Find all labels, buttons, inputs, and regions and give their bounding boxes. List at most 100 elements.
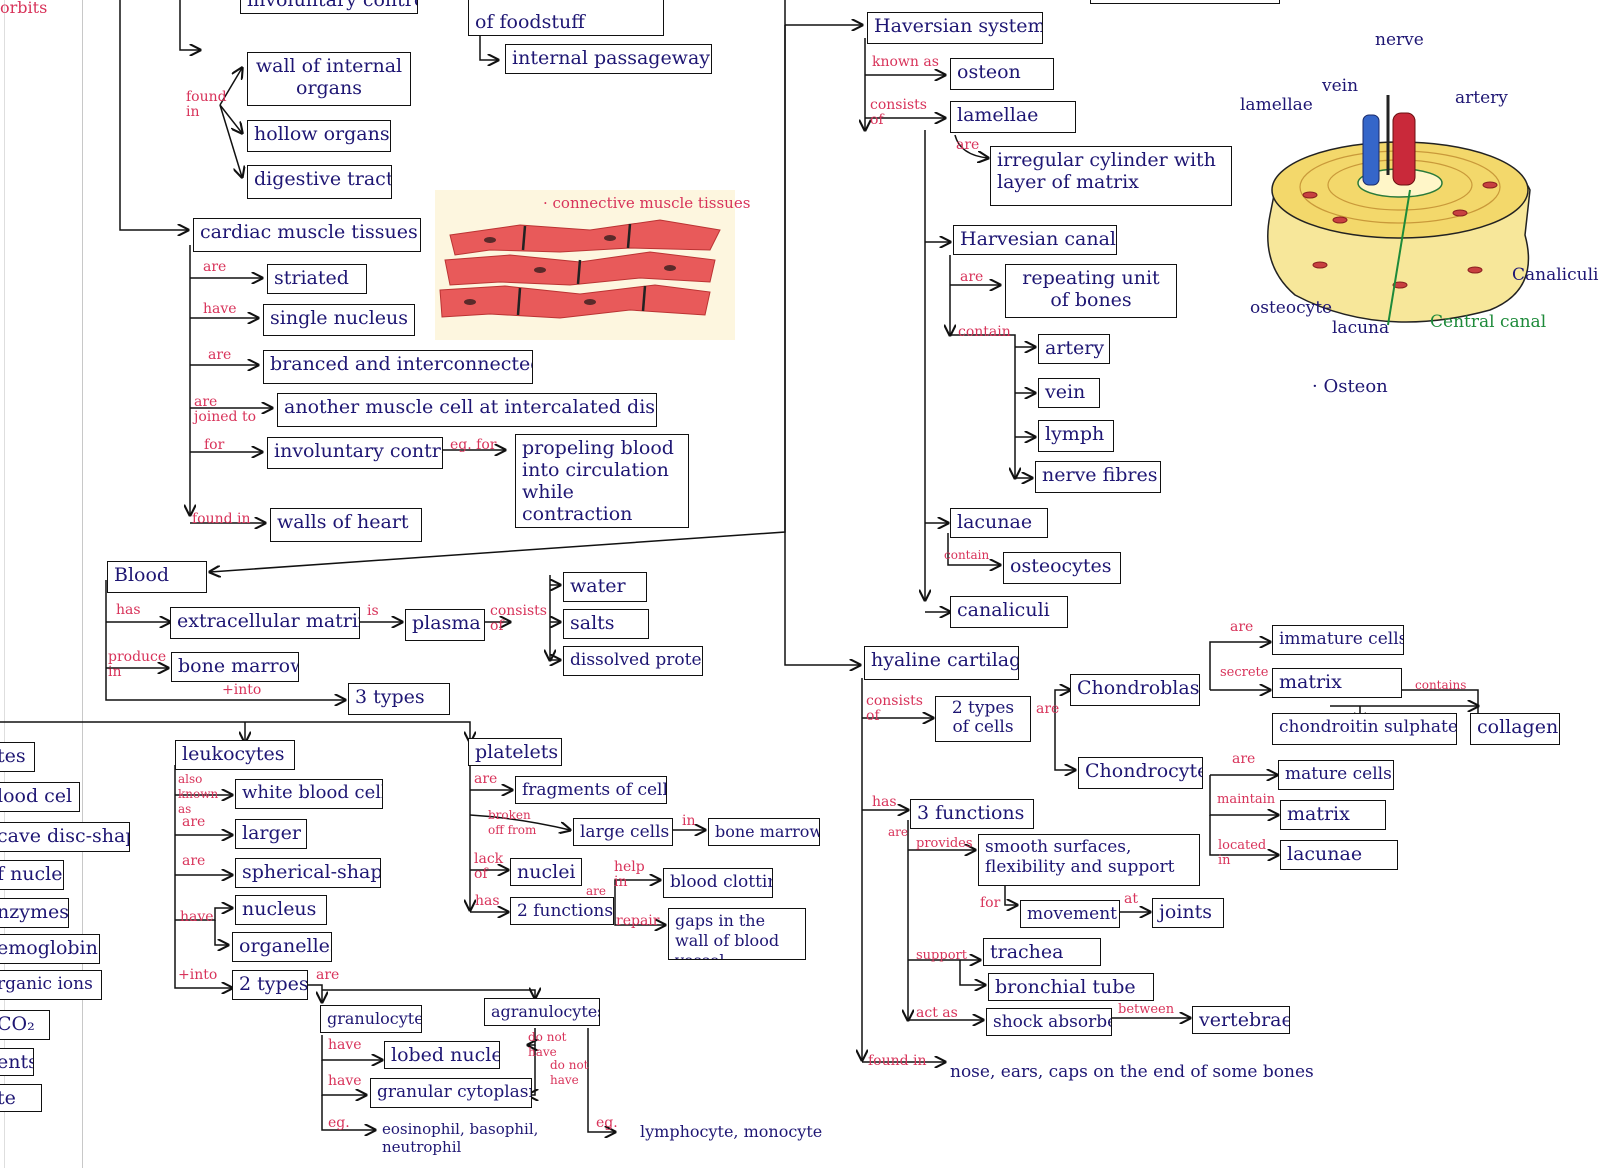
node-hollow-organs: hollow organs [247, 120, 391, 152]
link-produce-in: produce in [108, 649, 167, 680]
node-2-types-of-cells: 2 types of cells [935, 696, 1031, 742]
muscle-fibre-1 [449, 219, 721, 256]
link-for: for [204, 437, 225, 453]
node-movement: movement [1020, 900, 1120, 928]
node-matrix: matrix [1272, 668, 1402, 698]
link-into: +into [178, 967, 218, 983]
node-irregular-cylinder: irregular cylinder with layer of matrix [990, 146, 1232, 206]
link-have: have [180, 909, 214, 925]
node-walls-of-heart: walls of heart [270, 508, 422, 542]
osteon-illustration [1267, 95, 1531, 326]
node-matrix-2: matrix [1280, 800, 1386, 830]
node-white-blood-cells: white blood cells [235, 779, 383, 809]
node-cut-4: f nuclei [0, 860, 64, 890]
node-lacunae-2: lacunae [1280, 840, 1398, 870]
label-vein: vein [1322, 76, 1359, 96]
node-cardiac-muscle-tissues: cardiac muscle tissues [193, 218, 421, 252]
link-are: are [888, 825, 908, 839]
link-located-in: located in [1218, 838, 1267, 868]
link-consists-of: consists of [870, 97, 927, 128]
link-are: are [1232, 751, 1256, 767]
link-in: in [682, 813, 696, 829]
node-involuntary-control-top: involuntary control [240, 0, 418, 14]
node-smooth-surfaces: smooth surfaces, flexibility and support [978, 834, 1200, 886]
link-broken-off-from: broken off from [488, 808, 537, 837]
node-collagen: collagen [1470, 713, 1560, 745]
node-of-foodstuff: of foodstuff [468, 0, 664, 36]
node-hyaline-cartilage: hyaline cartilage [864, 646, 1019, 680]
link-secrete: secrete [1220, 665, 1269, 680]
node-canaliculi: canaliculi [950, 596, 1068, 628]
node-granular-cytoplasm: granular cytoplasm [370, 1078, 532, 1108]
link-act-as: act as [916, 1005, 958, 1021]
link-are: are [203, 259, 227, 275]
node-spherical-shape: spherical-shape [235, 858, 381, 888]
notebook-margin-line [82, 0, 83, 1168]
node-nucleus: nucleus [235, 895, 327, 925]
label-osteocyte: osteocyte [1250, 298, 1333, 318]
link-are-joined-to: are joined to [194, 394, 257, 425]
intercalated-disc [521, 225, 527, 251]
node-immature-cells: immature cells [1272, 625, 1404, 655]
link-eg: eg. [328, 1115, 350, 1131]
link-repair: repair [616, 913, 660, 929]
node-2-types: 2 types [232, 970, 308, 1000]
node-lymph: lymph [1038, 420, 1114, 452]
node-mature-cells: mature cells [1278, 760, 1394, 790]
intercalated-disc [516, 287, 522, 316]
link-have: have [328, 1037, 362, 1053]
link-support: support [916, 948, 967, 963]
intercalated-disc [576, 259, 582, 285]
node-cut-1: tes [0, 742, 35, 772]
link-do-not-have: do not have [550, 1058, 589, 1087]
node-2-functions: 2 functions [510, 897, 614, 925]
node-single-nucleus: single nucleus [263, 304, 415, 336]
node-cut-3: cave disc-shape [0, 822, 130, 852]
artery-vessel [1392, 112, 1416, 186]
node-leukocytes: leukocytes [175, 740, 295, 770]
link-known-as: known as [872, 54, 939, 70]
link-are: are [956, 137, 980, 153]
node-gaps-in-wall: gaps in the wall of blood vessel [668, 908, 806, 960]
cell-nucleus [534, 267, 546, 273]
cardiac-muscle-illustration [435, 190, 735, 340]
node-another-muscle-cell: another muscle cell at intercalated disc… [277, 393, 657, 427]
node-3-functions: 3 functions [910, 799, 1034, 829]
intercalated-disc [641, 285, 647, 312]
node-repeating-unit: repeating unit of bones [1005, 264, 1177, 318]
node-vein: vein [1038, 378, 1100, 408]
node-cut-5: nzymes [0, 898, 69, 928]
node-chondrocytes: Chondrocytes [1078, 757, 1203, 789]
osteocyte-cell [1312, 261, 1328, 269]
link-has: has [475, 893, 500, 909]
node-cut-6: emoglobin [0, 934, 100, 964]
node-bronchial-tube: bronchial tube [988, 973, 1154, 1001]
node-digestive-tract: digestive tract [247, 165, 392, 199]
text-lymphocyte-monocyte: lymphocyte, monocyte [640, 1122, 823, 1141]
node-cut-8: CO₂ [0, 1010, 50, 1040]
node-haversian-system: Haversian system [867, 12, 1043, 44]
illustration-caption: · connective muscle tissues [543, 194, 751, 212]
link-are: are [586, 884, 606, 898]
central-canal-pointer [1387, 189, 1411, 326]
link-consists-of: consists of [866, 693, 923, 724]
node-nerve-fibres: nerve fibres [1035, 461, 1161, 493]
node-wall-internal-organs: wall of internal organs [247, 52, 411, 106]
osteocyte-cell [1467, 266, 1483, 274]
link-contains: contains [1415, 678, 1467, 692]
node-striated: striated [267, 264, 367, 294]
node-blood: Blood [107, 561, 207, 593]
osteocyte-cell [1482, 181, 1498, 189]
link-are: are [960, 269, 984, 285]
intercalated-disc [626, 223, 632, 249]
osteon-caption: · Osteon [1312, 376, 1388, 397]
vein-vessel [1362, 114, 1380, 186]
node-extracellular-matrix: extracellular matrix [170, 607, 360, 639]
link-are: are [182, 814, 206, 830]
link-provides: provides [916, 836, 973, 851]
node-osteon: osteon [950, 58, 1054, 90]
text-nose-ears-caps: nose, ears, caps on the end of some bone… [950, 1062, 1314, 1082]
node-granulocytes: granulocytes [320, 1005, 422, 1033]
node-cut-7: rganic ions [0, 970, 102, 1000]
osteocyte-cell [1452, 209, 1468, 217]
